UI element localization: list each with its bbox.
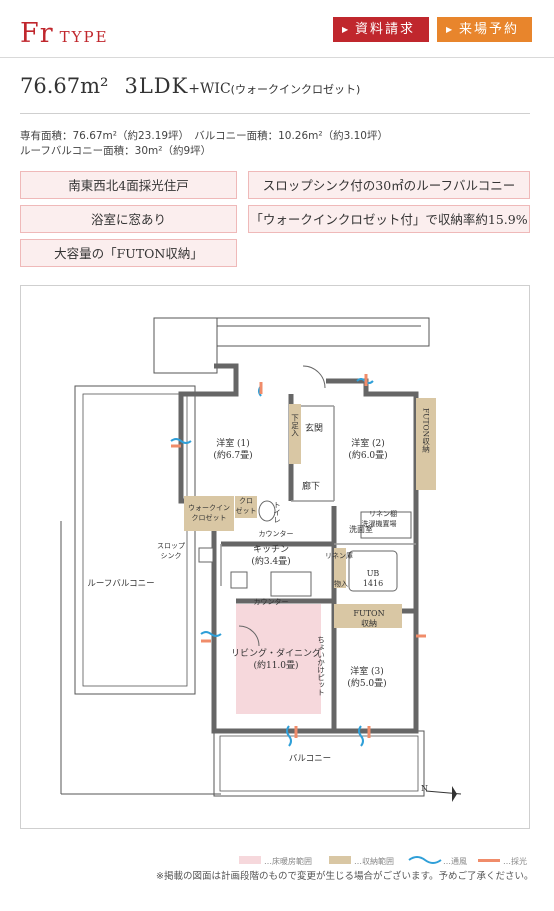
entrance-label: 玄関 bbox=[305, 422, 323, 434]
spec-line-1: 専有面積：76.67m²（約23.19坪） バルコニー面積：10.26m²（約3… bbox=[20, 130, 388, 142]
closet-label: クロ bbox=[239, 497, 253, 505]
visit-reservation-label: 来場予約 bbox=[459, 22, 520, 37]
entrance-door bbox=[302, 365, 326, 389]
room1-size: (約6.7畳) bbox=[213, 449, 252, 461]
wic-label: ウォークイン bbox=[188, 504, 230, 512]
legend-floor-heating: …床暖房範囲 bbox=[264, 857, 312, 866]
unit-summary: 76.67m² 3LDK+WIC(ウォークインクロゼット) bbox=[20, 74, 360, 98]
room1-name: 洋室 (1) bbox=[216, 437, 250, 449]
type-title-small: TYPE bbox=[59, 28, 109, 46]
washroom-label: 洗面室 bbox=[349, 524, 373, 534]
laundry-label: 洗濯機置場 bbox=[362, 519, 397, 528]
living-dining-name: リビング・ダイニング bbox=[231, 647, 321, 659]
slop-sink-fixture bbox=[198, 547, 214, 563]
counter-label: カウンター bbox=[259, 529, 294, 538]
ub-size: 1416 bbox=[363, 579, 383, 588]
toilet-fixture bbox=[258, 500, 276, 522]
shoe-box-storage bbox=[289, 404, 301, 464]
door-swing bbox=[238, 625, 260, 647]
linen-storage bbox=[334, 548, 346, 588]
feature-badge: スロップシンク付の30㎡のルーフバルコニー bbox=[248, 171, 530, 199]
linen-shelf-label: リネン棚 bbox=[369, 509, 397, 518]
linen-shelf-fixture bbox=[360, 511, 412, 539]
legend-storage-swatch bbox=[329, 856, 351, 864]
kitchen-name: キッチン bbox=[253, 544, 289, 555]
floor-plan: 洋室 (1) (約6.7畳) 洋室 (2) (約6.0畳) 洋室 (3) (約5… bbox=[60, 317, 462, 802]
feature-badge: 南東西北4面採光住戸 bbox=[20, 171, 237, 199]
legend-storage: …収納範囲 bbox=[354, 857, 394, 866]
balcony-label: バルコニー bbox=[289, 754, 331, 764]
roof-balcony-label: ルーフバルコニー bbox=[87, 579, 154, 589]
futon-storage-mid bbox=[334, 604, 402, 628]
feature-badge: 浴室に窓あり bbox=[20, 205, 237, 233]
counter-label-2: カウンター bbox=[254, 597, 289, 606]
feature-badge: 大容量の「FUTON収納」 bbox=[20, 239, 237, 267]
type-title-big: Fr bbox=[20, 18, 54, 49]
kitchen-size: (約3.4畳) bbox=[251, 555, 290, 567]
legend-ventilation-icon bbox=[408, 856, 442, 864]
unit-wic-note: (ウォークインクロゼット) bbox=[230, 83, 361, 96]
unit-layout: 3LDK bbox=[124, 74, 189, 98]
stove bbox=[230, 571, 248, 589]
legend-floor-heating-swatch bbox=[239, 856, 261, 864]
legend-daylight-swatch bbox=[478, 859, 500, 862]
summary-divider bbox=[20, 113, 530, 114]
futon-mid-label-2: 収納 bbox=[361, 618, 377, 628]
legend-daylight: …採光 bbox=[503, 857, 527, 866]
arrow-right-icon: ▶ bbox=[342, 25, 351, 34]
arrow-right-icon: ▶ bbox=[446, 25, 455, 34]
bathtub bbox=[348, 550, 398, 592]
slop-sink-label-2: シンク bbox=[161, 552, 182, 560]
futon-top-label: FUTON収納 bbox=[421, 408, 430, 453]
closet bbox=[235, 496, 257, 518]
futon-storage-top bbox=[416, 398, 436, 490]
request-materials-button[interactable]: ▶ 資料請求 bbox=[333, 17, 429, 42]
type-title: Fr TYPE bbox=[20, 18, 109, 49]
floor-heating-area bbox=[236, 604, 321, 714]
header-divider bbox=[0, 57, 554, 58]
room3-name: 洋室 (3) bbox=[350, 665, 384, 677]
north-arrow-icon: N bbox=[421, 784, 462, 802]
feature-badge: 「ウォークインクロゼット付」で収納率約15.9% bbox=[248, 205, 530, 233]
north-label: N bbox=[421, 784, 428, 793]
floor-plan-frame: 洋室 (1) (約6.7畳) 洋室 (2) (約6.0畳) 洋室 (3) (約5… bbox=[20, 285, 530, 829]
shoe-box-label: 下足入 bbox=[290, 414, 299, 437]
spec-line-2: ルーフバルコニー面積：30m²（約9坪） bbox=[20, 145, 212, 157]
futon-mid-label: FUTON bbox=[353, 609, 384, 618]
living-dining-size: (約11.0畳) bbox=[253, 659, 298, 671]
request-materials-label: 資料請求 bbox=[355, 22, 416, 37]
wic-label-2: クロゼット bbox=[192, 513, 227, 522]
slop-sink-label: スロップ bbox=[157, 542, 185, 550]
legend-ventilation: …通風 bbox=[443, 857, 467, 866]
linen-storage-label: リネン庫 bbox=[325, 551, 353, 560]
unit-wic: +WIC bbox=[188, 81, 231, 97]
sink bbox=[270, 571, 312, 597]
room2-name: 洋室 (2) bbox=[351, 437, 385, 449]
room3-size: (約5.0畳) bbox=[347, 677, 386, 689]
disclaimer-note: ※掲載の図面は計画段階のもので変更が生じる場合がございます。予めご了承ください。 bbox=[156, 871, 534, 882]
unit-area: 76.67m² bbox=[20, 74, 109, 98]
closet-label-2: ゼット bbox=[236, 506, 257, 515]
ub-label: UB bbox=[367, 569, 380, 578]
visit-reservation-button[interactable]: ▶ 来場予約 bbox=[437, 17, 532, 42]
hallway-label: 廊下 bbox=[302, 480, 320, 492]
toilet-label: トイレ bbox=[273, 501, 282, 524]
hook-pit-label: ちょいかけピット bbox=[316, 636, 325, 696]
walk-in-closet bbox=[184, 496, 234, 531]
room2-size: (約6.0畳) bbox=[348, 449, 387, 461]
storage-label: 物入 bbox=[334, 579, 348, 588]
